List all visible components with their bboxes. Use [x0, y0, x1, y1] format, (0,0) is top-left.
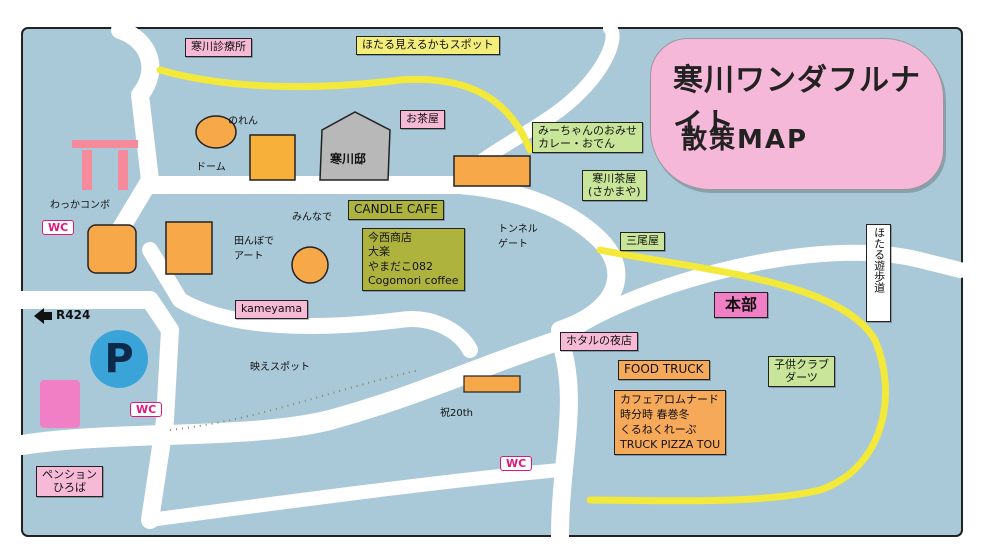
- wakka-konbo-structure: [87, 224, 137, 274]
- label-firefly-spot: ほたる見えるかもスポット: [356, 36, 500, 55]
- label-wakka-konbo: わっかコンボ: [50, 200, 110, 211]
- note-tunnel-gate: トンネル ゲート: [498, 224, 538, 250]
- shrine-mark-icon: [40, 380, 80, 428]
- map-title: 寒川ワンダフルナイト 散策MAP: [650, 38, 944, 190]
- note-dome: ドーム: [196, 162, 226, 173]
- label-ochaya: お茶屋: [400, 110, 445, 129]
- art-structure-2: [291, 246, 329, 284]
- label-firefly-walk-text: ほたる遊歩道: [872, 227, 886, 293]
- label-sanbeya: 三尾屋: [620, 232, 665, 251]
- note-lanterns: 祝20th: [440, 408, 473, 419]
- label-samukawa-chaya: 寒川茶屋 (さかまや): [582, 170, 647, 202]
- note-photo-spot: 映えスポット: [250, 362, 310, 373]
- label-hotaru-yomise: ホタルの夜店: [560, 332, 638, 351]
- dotted-trail: [169, 369, 421, 431]
- lanterns: [463, 375, 521, 393]
- note-noren: のれん: [228, 116, 258, 127]
- label-honbu: 本部: [714, 292, 769, 319]
- samukawa-tei-building: [319, 111, 391, 181]
- tunnel-gate: [453, 155, 531, 187]
- note-minna: みんなで: [292, 212, 332, 223]
- label-samukawa-tei: 寒川邸: [330, 152, 367, 166]
- wc-marker-3: WC: [500, 456, 533, 471]
- label-food-truck: FOOD TRUCK: [618, 360, 710, 380]
- parking-icon: P: [90, 330, 148, 388]
- label-candle-cafe: CANDLE CAFE: [348, 200, 444, 220]
- title-line2: 散策MAP: [681, 125, 809, 155]
- route-arrow-icon: [34, 308, 52, 324]
- label-candle-list: 今西商店 大楽 やまだこ082 Cogomori coffee: [362, 228, 465, 292]
- route-label: R424: [56, 308, 91, 322]
- art-structure-1: [165, 221, 213, 275]
- label-kodomo: 子供クラブ ダーツ: [768, 356, 835, 388]
- label-food-list: カフェアロムナード 時分時 春巻冬 くるねくれーぷ TRUCK PIZZA TO…: [614, 390, 727, 456]
- note-art: 田んぼで アート: [234, 236, 274, 262]
- label-kameyama: kameyama: [235, 300, 309, 319]
- label-clinic: 寒川診療所: [185, 38, 252, 57]
- dome-structure: [195, 115, 237, 149]
- firefly-path: [156, 66, 889, 505]
- title-line1: 寒川ワンダフルナイト: [673, 63, 921, 142]
- label-firefly-walk: ほたる遊歩道: [866, 224, 891, 322]
- label-miichan: みーちゃんのおみせ カレー・おでん: [532, 122, 643, 154]
- wc-marker-1: WC: [42, 220, 75, 235]
- noren-structure: [249, 134, 296, 181]
- label-pension: ペンション ひろば: [36, 466, 103, 498]
- torii-icon: [72, 140, 138, 190]
- wc-marker-2: WC: [130, 402, 163, 417]
